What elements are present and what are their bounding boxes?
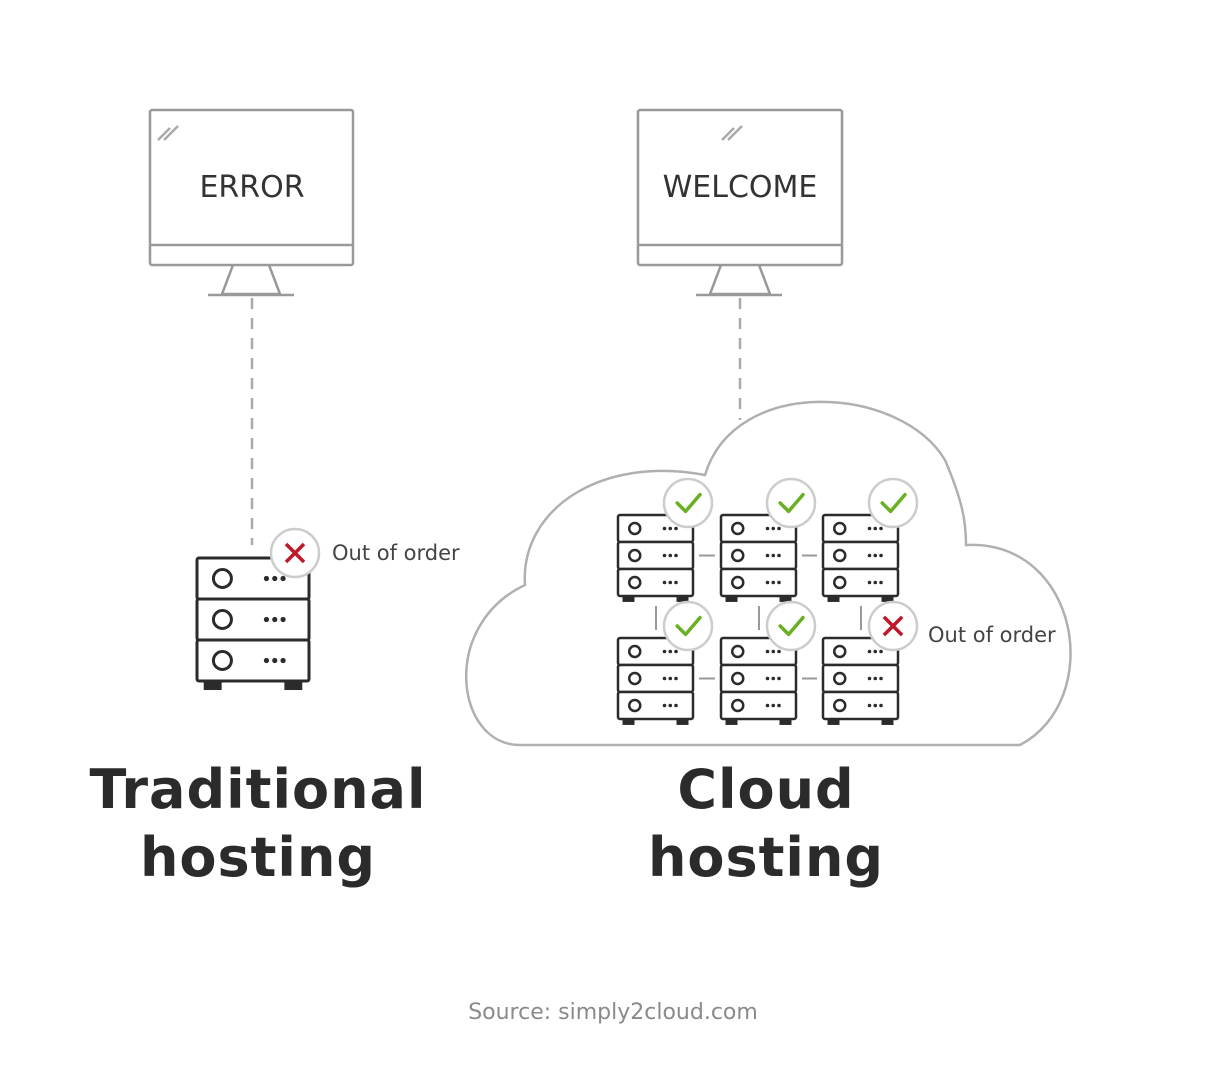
check-badge-icon	[765, 600, 817, 652]
traditional-status-label: Out of order	[332, 541, 460, 565]
source-credit: Source: simply2cloud.com	[468, 1000, 758, 1025]
traditional-screen-text: ERROR	[199, 170, 304, 205]
cloud-screen-text: WELCOME	[663, 170, 818, 205]
server-connectors	[655, 554, 862, 680]
check-badge-icon	[662, 600, 714, 652]
cloud-hosting-caption: Cloud hosting	[566, 756, 966, 892]
cloud-server-icon	[821, 513, 900, 602]
check-badge-icon	[765, 477, 817, 529]
traditional-monitor	[148, 108, 355, 297]
error-badge-icon	[867, 600, 919, 652]
cloud-shape	[464, 400, 1072, 747]
traditional-error-badge	[269, 527, 321, 579]
cloud-server-icon	[719, 636, 798, 725]
traditional-caption-line1: Traditional	[89, 758, 427, 821]
cloud-server-icon	[719, 513, 798, 602]
check-badge-icon	[867, 477, 919, 529]
cloud-monitor	[636, 108, 844, 297]
check-badge-icon	[662, 477, 714, 529]
cloud-status-label: Out of order	[928, 623, 1056, 647]
traditional-caption-line2: hosting	[139, 826, 377, 889]
traditional-hosting-caption: Traditional hosting	[58, 756, 458, 892]
cloud-server-icon	[616, 513, 695, 602]
cloud-caption-line1: Cloud	[677, 758, 855, 821]
cloud-caption-line2: hosting	[647, 826, 885, 889]
cloud-server-grid	[616, 477, 919, 725]
cloud-server-icon	[616, 636, 695, 725]
cloud-server-icon	[821, 636, 900, 725]
